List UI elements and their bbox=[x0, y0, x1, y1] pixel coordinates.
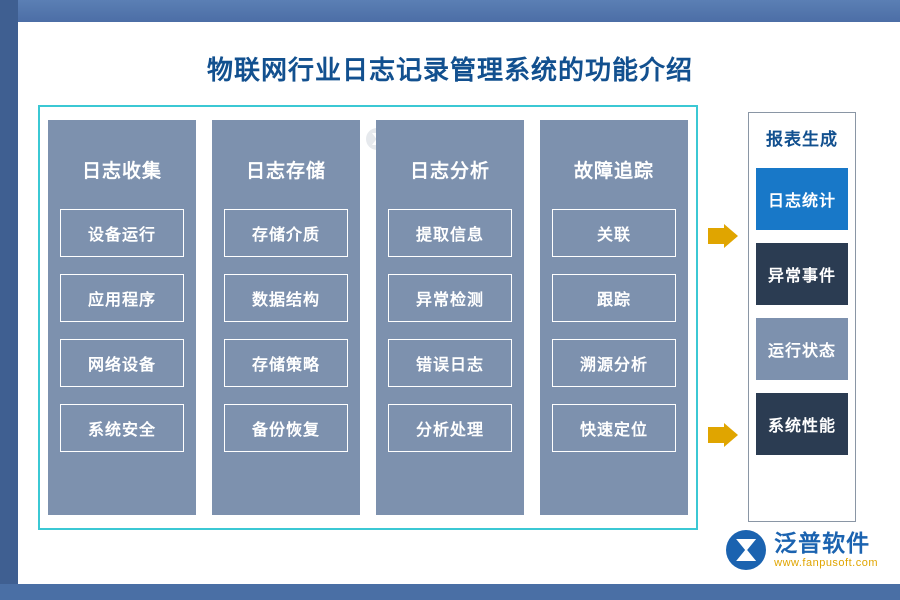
column-title: 日志分析 bbox=[409, 161, 490, 182]
column-log-analysis: 日志分析 提取信息 异常检测 错误日志 分析处理 bbox=[376, 120, 524, 515]
column-log-storage: 日志存储 存储介质 数据结构 存储策略 备份恢复 bbox=[212, 120, 360, 515]
column-item[interactable]: 数据结构 bbox=[224, 274, 348, 322]
report-item-abnormal-events[interactable]: 异常事件 bbox=[756, 243, 848, 305]
brand-logo: 泛普软件 www.fanpusoft.com bbox=[726, 530, 878, 570]
arrow-lower-body bbox=[708, 427, 724, 443]
arrow-upper-head bbox=[724, 224, 738, 248]
brand-logo-icon bbox=[726, 530, 767, 570]
column-title: 日志存储 bbox=[245, 161, 326, 182]
column-item[interactable]: 溯源分析 bbox=[552, 339, 676, 387]
columns-group: 日志收集 设备运行 应用程序 网络设备 系统安全 日志存储 存储介质 数据结构 … bbox=[48, 120, 688, 515]
page-title: 物联网行业日志记录管理系统的功能介绍 bbox=[206, 55, 693, 85]
report-item-log-statistics[interactable]: 日志统计 bbox=[756, 168, 848, 230]
arrow-upper-body bbox=[708, 228, 724, 244]
brand-url: www.fanpusoft.com bbox=[774, 557, 878, 570]
column-item[interactable]: 设备运行 bbox=[60, 209, 184, 257]
column-item[interactable]: 跟踪 bbox=[552, 274, 676, 322]
top-band bbox=[0, 0, 900, 22]
column-item[interactable]: 网络设备 bbox=[60, 339, 184, 387]
column-item[interactable]: 应用程序 bbox=[60, 274, 184, 322]
arrow-lower-head bbox=[724, 423, 738, 447]
column-item[interactable]: 错误日志 bbox=[388, 339, 512, 387]
column-title: 日志收集 bbox=[81, 161, 162, 182]
column-item[interactable]: 异常检测 bbox=[388, 274, 512, 322]
bottom-accent-strip bbox=[0, 584, 900, 600]
report-panel-title: 报表生成 bbox=[766, 130, 838, 149]
report-item-system-performance[interactable]: 系统性能 bbox=[756, 393, 848, 455]
column-item[interactable]: 快速定位 bbox=[552, 404, 676, 452]
report-generation-panel: 报表生成 日志统计 异常事件 运行状态 系统性能 bbox=[748, 112, 856, 522]
column-item[interactable]: 提取信息 bbox=[388, 209, 512, 257]
column-item[interactable]: 存储策略 bbox=[224, 339, 348, 387]
column-fault-tracking: 故障追踪 关联 跟踪 溯源分析 快速定位 bbox=[540, 120, 688, 515]
column-item[interactable]: 系统安全 bbox=[60, 404, 184, 452]
left-accent-strip bbox=[0, 0, 18, 600]
column-log-collection: 日志收集 设备运行 应用程序 网络设备 系统安全 bbox=[48, 120, 196, 515]
column-item[interactable]: 关联 bbox=[552, 209, 676, 257]
column-item[interactable]: 存储介质 bbox=[224, 209, 348, 257]
top-band-inner bbox=[0, 0, 900, 22]
column-item[interactable]: 分析处理 bbox=[388, 404, 512, 452]
brand-name: 泛普软件 bbox=[774, 529, 871, 556]
report-item-running-status[interactable]: 运行状态 bbox=[756, 318, 848, 380]
column-item[interactable]: 备份恢复 bbox=[224, 404, 348, 452]
brand-logo-texts: 泛普软件 www.fanpusoft.com bbox=[774, 531, 878, 569]
column-title: 故障追踪 bbox=[573, 161, 654, 182]
